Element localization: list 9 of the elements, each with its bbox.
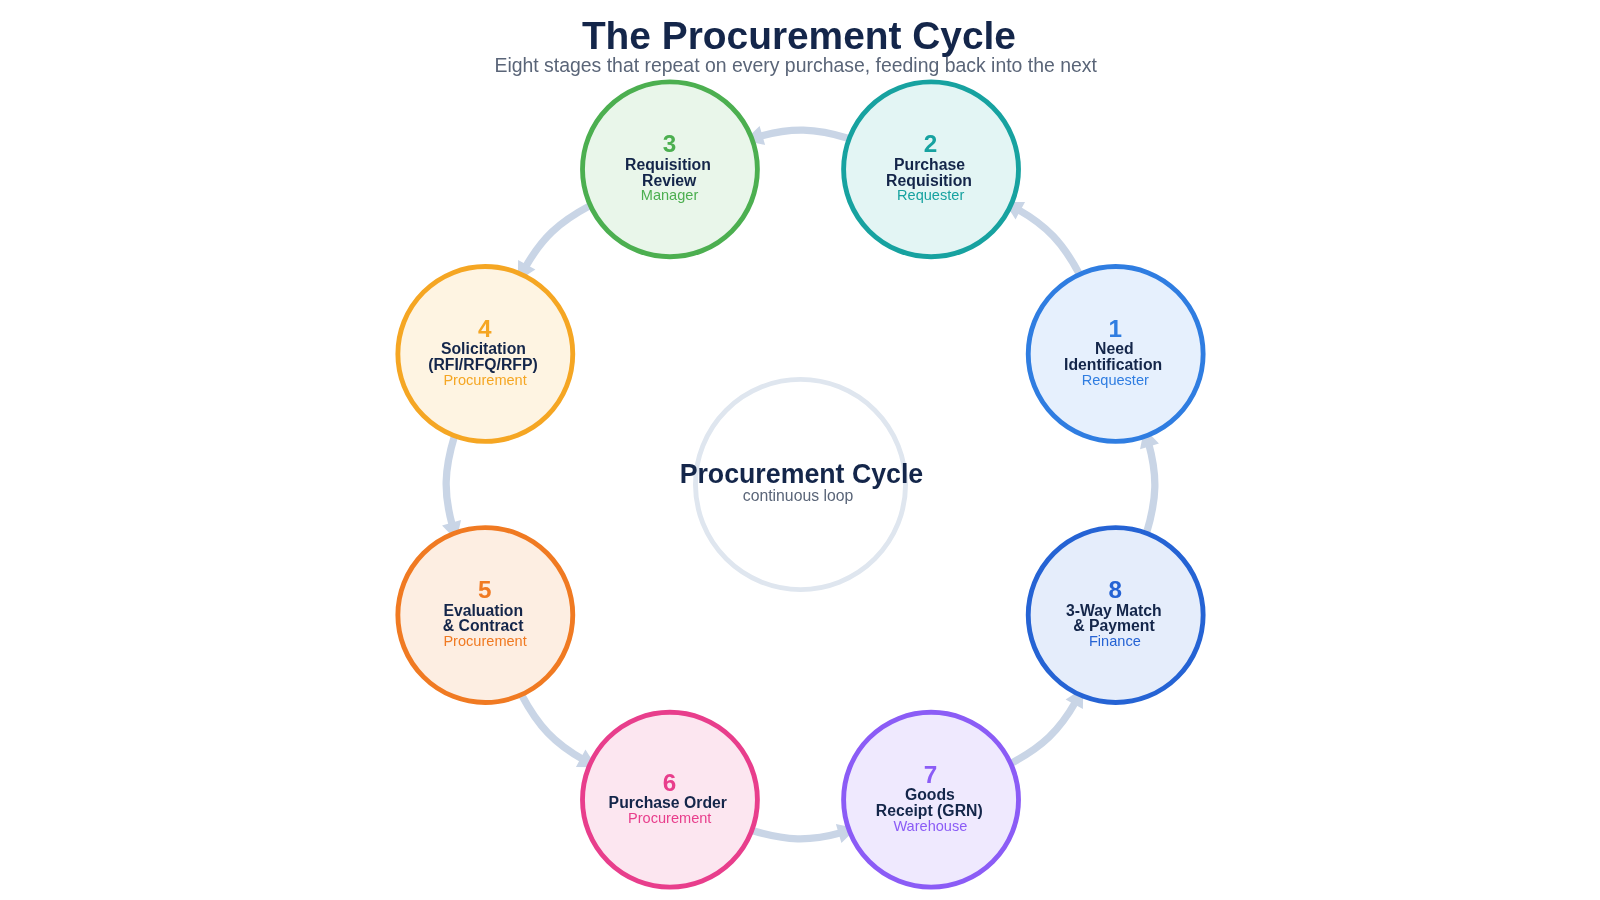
node-circle: 6 Purchase Order Procurement xyxy=(579,709,760,890)
node-circle: 3 Requisition Review Manager xyxy=(579,78,760,259)
node-circle: 2 Purchase Requisition Requester xyxy=(840,78,1021,259)
node-circle: 4 Solicitation (RFI/RFQ/RFP) Procurement xyxy=(394,263,575,444)
node-circle: 1 Need Identification Requester xyxy=(1025,263,1206,444)
diagram-title: The Procurement Cycle xyxy=(581,13,1016,57)
node-circle: 7 Goods Receipt (GRN) Warehouse xyxy=(840,709,1021,890)
node-circle: 8 3-Way Match & Payment Finance xyxy=(1025,524,1206,705)
node-circle: 5 Evaluation & Contract Procurement xyxy=(394,524,575,705)
